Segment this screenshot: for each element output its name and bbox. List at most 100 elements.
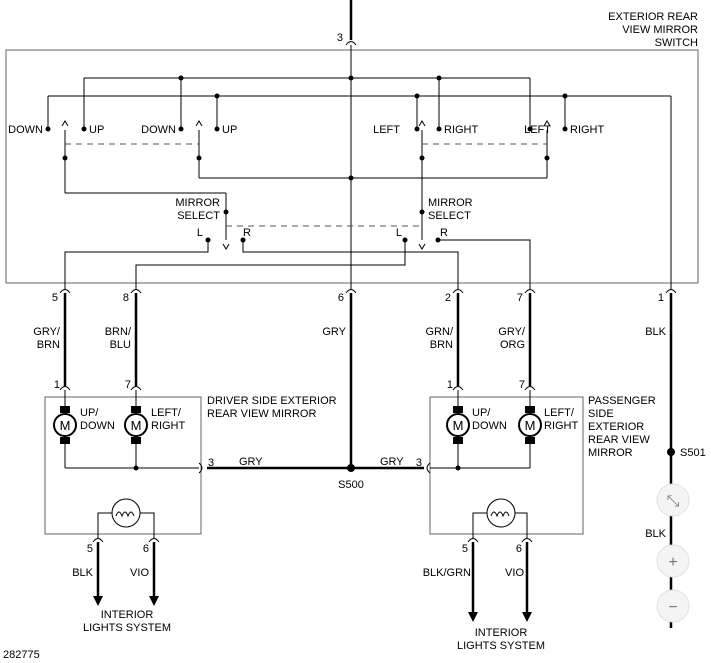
pin-1: 1: [658, 292, 664, 304]
switch-title-line3: SWITCH: [655, 37, 698, 49]
label-down-1: DOWN: [8, 124, 43, 136]
passenger-motor2-label-2: RIGHT: [544, 420, 579, 432]
zoom-in-button[interactable]: +: [656, 544, 690, 578]
connector-pin3-top: [345, 41, 357, 46]
zoom-out-icon: −: [668, 599, 677, 616]
passenger-mirror-title-4: REAR VIEW: [588, 434, 650, 446]
passenger-motor1-symbol: M: [453, 418, 464, 433]
wire-label-7a: GRY/: [498, 326, 526, 338]
passenger-motor1-label-2: DOWN: [472, 420, 507, 432]
pin-8: 8: [123, 292, 129, 304]
driver-wire-5: BLK: [72, 567, 93, 579]
passenger-mirror-title-1: PASSENGER: [588, 395, 656, 407]
s501-label: S501: [680, 447, 706, 459]
wire-label-1-lower: BLK: [645, 528, 666, 540]
mirror-select-left-2: SELECT: [177, 210, 220, 222]
wire-label-7b: ORG: [500, 339, 525, 351]
driver-wire-6: VIO: [130, 567, 149, 579]
mirror-select-right-2: SELECT: [428, 210, 471, 222]
wire-label-6: GRY: [322, 326, 346, 338]
driver-mirror-title-1: DRIVER SIDE EXTERIOR: [207, 395, 337, 407]
driver-motor1-label-2: DOWN: [80, 420, 115, 432]
wire-label-5a: GRY/: [33, 326, 61, 338]
wire-label-2a: GRN/: [426, 326, 454, 338]
splice-s500: GRY GRY S500: [207, 456, 424, 491]
driver-motor1-label-1: UP/: [80, 407, 99, 419]
pin-6: 6: [338, 292, 344, 304]
mirror-select-left-1: MIRROR: [175, 197, 220, 209]
passenger-wire-5: BLK/GRN: [423, 567, 471, 579]
driver-motor1-symbol: M: [60, 418, 71, 433]
exterior-mirror-switch: EXTERIOR REAR VIEW MIRROR SWITCH 3 DOWN …: [5, 0, 699, 289]
label-left-1: LEFT: [373, 124, 400, 136]
pin-5: 5: [52, 292, 58, 304]
passenger-wire-3: GRY: [380, 456, 404, 468]
wire-label-2b: BRN: [430, 339, 453, 351]
sel-l-right: R: [243, 227, 251, 239]
passenger-motor1-label-1: UP/: [472, 407, 491, 419]
passenger-motor2-symbol: M: [525, 418, 536, 433]
passenger-side-mirror: PASSENGER SIDE EXTERIOR REAR VIEW MIRROR…: [416, 379, 656, 652]
wire-label-1: BLK: [645, 326, 666, 338]
passenger-leftright-motor-icon: [518, 413, 542, 437]
driver-dest-2: LIGHTS SYSTEM: [83, 622, 171, 634]
driver-pin-1: 1: [54, 379, 60, 391]
switch-outline: [5, 49, 699, 284]
label-right-1: RIGHT: [444, 124, 479, 136]
mirror-select-right-1: MIRROR: [428, 197, 473, 209]
passenger-pin-6: 6: [516, 543, 522, 555]
driver-motor2-label-1: LEFT/: [151, 407, 182, 419]
passenger-mirror-title-5: MIRROR: [588, 447, 633, 459]
switch-output-pins: 5 8 6 2 7 1: [52, 289, 677, 304]
passenger-pin-5: 5: [462, 543, 468, 555]
harness-wires: GRY/ BRN BRN/ BLU GRY GRN/ BRN GRY/ ORG …: [33, 293, 673, 628]
driver-pin-7: 7: [125, 379, 131, 391]
wire-label-5b: BRN: [37, 339, 60, 351]
s500-label: S500: [338, 479, 364, 491]
passenger-updown-motor-icon: [446, 413, 470, 437]
pin-7: 7: [517, 292, 523, 304]
sel-l-left: L: [197, 227, 203, 239]
passenger-pin-3: 3: [416, 457, 422, 469]
passenger-pin-7: 7: [519, 379, 525, 391]
wire-label-8a: BRN/: [105, 326, 132, 338]
driver-wire-3: GRY: [239, 456, 263, 468]
passenger-dest-2: LIGHTS SYSTEM: [457, 640, 545, 652]
driver-mirror-title-2: REAR VIEW MIRROR: [207, 408, 316, 420]
driver-pin-3: 3: [208, 457, 214, 469]
passenger-mirror-title-3: EXTERIOR: [588, 421, 644, 433]
label-right-2: RIGHT: [570, 124, 605, 136]
passenger-dest-1: INTERIOR: [475, 627, 528, 639]
sel-r-left: L: [396, 227, 402, 239]
zoom-fit-icon: ⤡: [667, 493, 680, 510]
driver-pin-5: 5: [87, 543, 93, 555]
switch-title-line2: VIEW MIRROR: [622, 24, 698, 36]
figure-id: 282775: [3, 649, 40, 661]
pin3-top-label: 3: [337, 32, 343, 44]
pin-2: 2: [445, 292, 451, 304]
driver-dest-1: INTERIOR: [101, 609, 154, 621]
driver-updown-motor-icon: [53, 413, 77, 437]
zoom-in-icon: +: [668, 554, 677, 571]
label-up-1: UP: [89, 124, 104, 136]
label-left-2: LEFT: [524, 124, 551, 136]
label-down-2: DOWN: [141, 124, 176, 136]
driver-motor2-label-2: RIGHT: [151, 420, 186, 432]
wire-label-8b: BLU: [110, 339, 131, 351]
sel-r-right: R: [440, 227, 448, 239]
passenger-pin-1: 1: [447, 379, 453, 391]
driver-motor2-symbol: M: [131, 418, 142, 433]
passenger-wire-6: VIO: [505, 567, 524, 579]
label-up-2: UP: [222, 124, 237, 136]
driver-pin-6: 6: [143, 543, 149, 555]
passenger-mirror-outline: [429, 396, 584, 535]
switch-title-line1: EXTERIOR REAR: [608, 11, 698, 23]
zoom-fit-button[interactable]: ⤡: [656, 483, 690, 517]
zoom-out-button[interactable]: −: [656, 589, 690, 623]
driver-leftright-motor-icon: [124, 413, 148, 437]
passenger-mirror-title-2: SIDE: [588, 408, 614, 420]
driver-side-mirror: DRIVER SIDE EXTERIOR REAR VIEW MIRROR 1 …: [44, 379, 337, 634]
passenger-motor2-label-1: LEFT/: [544, 407, 575, 419]
